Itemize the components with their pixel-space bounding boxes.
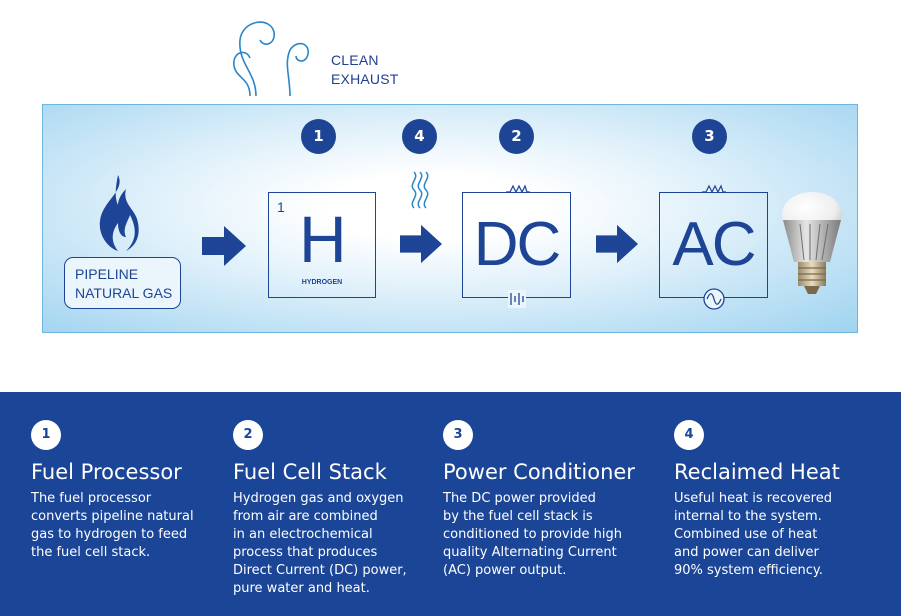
exhaust-swirl-icon xyxy=(233,21,309,96)
pipeline-natural-gas-box: PIPELINE NATURAL GAS xyxy=(64,257,181,309)
arrow-right-icon xyxy=(400,224,442,264)
battery-icon xyxy=(508,290,526,308)
column-title: Power Conditioner xyxy=(443,460,635,484)
step-marker-3: 3 xyxy=(692,119,727,154)
resistor-icon xyxy=(506,184,530,194)
flame-icon xyxy=(99,175,139,251)
step-marker-2: 2 xyxy=(499,119,534,154)
column-description: The fuel processor converts pipeline nat… xyxy=(31,491,194,560)
ac-label: AC xyxy=(672,210,756,279)
arrow-right-icon xyxy=(596,224,638,264)
pipeline-label-line2: NATURAL GAS xyxy=(75,285,173,301)
explanation-footer: 1 Fuel Processor The fuel processor conv… xyxy=(0,392,901,616)
column-fuel-processor: 1 Fuel Processor The fuel processor conv… xyxy=(31,420,241,562)
column-description: Useful heat is recovered internal to the… xyxy=(674,491,832,578)
step-marker-4: 4 xyxy=(402,119,437,154)
column-number-badge: 1 xyxy=(31,420,61,450)
arrow-right-icon xyxy=(202,226,246,266)
pipeline-label-line1: PIPELINE xyxy=(75,266,139,282)
column-number-badge: 2 xyxy=(233,420,263,450)
heat-waves-icon xyxy=(411,171,429,209)
column-description: The DC power provided by the fuel cell s… xyxy=(443,491,622,578)
column-number-badge: 4 xyxy=(674,420,704,450)
column-title: Reclaimed Heat xyxy=(674,460,840,484)
dc-box: DC xyxy=(462,192,571,298)
hydrogen-element-box: 1 H HYDROGEN xyxy=(268,192,376,298)
hydrogen-atomic-number: 1 xyxy=(277,199,285,215)
ac-source-icon xyxy=(703,288,725,310)
ac-box: AC xyxy=(659,192,768,298)
light-bulb-icon xyxy=(782,192,842,294)
column-description: Hydrogen gas and oxygen from air are com… xyxy=(233,491,407,596)
column-fuel-cell-stack: 2 Fuel Cell Stack Hydrogen gas and oxyge… xyxy=(233,420,443,598)
step-marker-1: 1 xyxy=(301,119,336,154)
clean-exhaust-label-line2: EXHAUST xyxy=(331,71,399,87)
hydrogen-symbol: H xyxy=(299,202,347,276)
column-title: Fuel Processor xyxy=(31,460,182,484)
column-reclaimed-heat: 4 Reclaimed Heat Useful heat is recovere… xyxy=(674,420,884,580)
column-title: Fuel Cell Stack xyxy=(233,460,387,484)
hydrogen-name: HYDROGEN xyxy=(301,279,343,286)
column-number-badge: 3 xyxy=(443,420,473,450)
column-power-conditioner: 3 Power Conditioner The DC power provide… xyxy=(443,420,653,580)
resistor-icon xyxy=(702,184,726,194)
clean-exhaust-label-line1: CLEAN xyxy=(331,52,379,68)
dc-label: DC xyxy=(473,210,562,279)
